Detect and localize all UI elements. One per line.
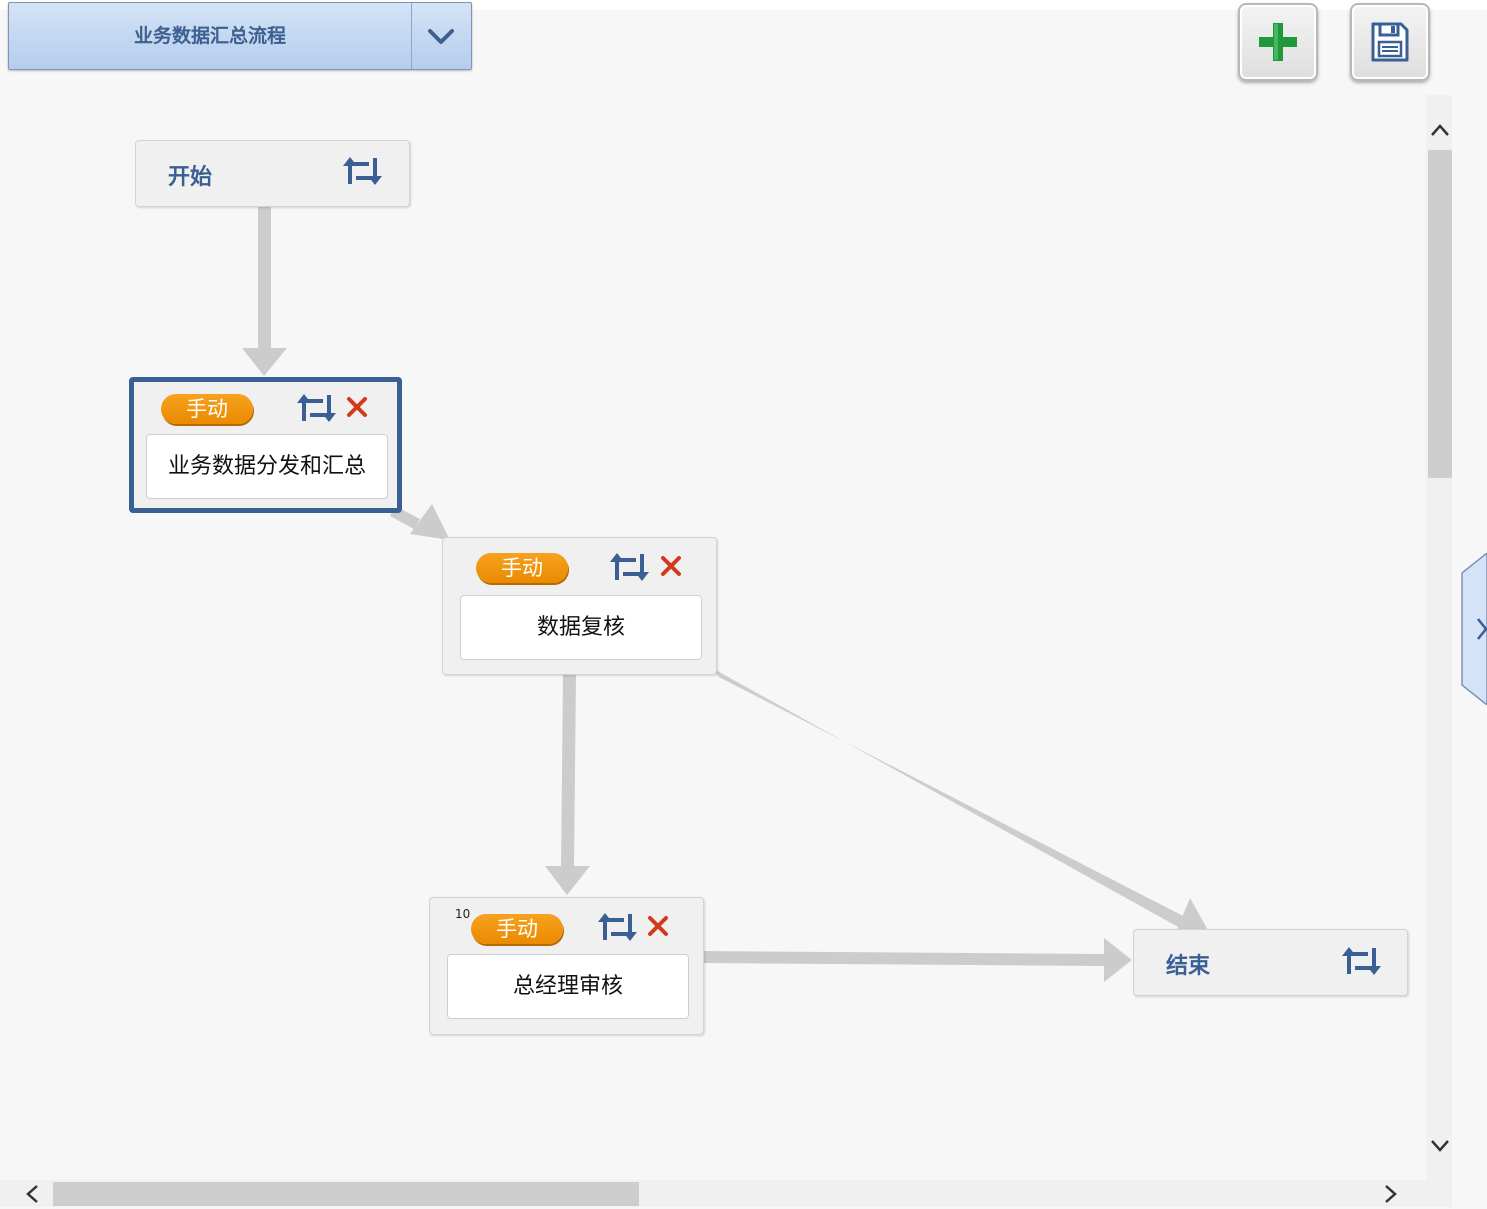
horizontal-scroll-thumb[interactable]: [53, 1182, 639, 1206]
workflow-select[interactable]: 业务数据汇总流程: [8, 2, 472, 70]
close-icon: [648, 916, 668, 936]
connector-task2-task3: [561, 674, 576, 868]
connector-task3-end: [703, 951, 1107, 966]
loop-icon: [1342, 947, 1381, 975]
chevron-down-icon: [428, 29, 454, 44]
start-node[interactable]: 开始: [135, 140, 410, 207]
loop-icon: [297, 394, 336, 422]
order-badge: 10: [455, 907, 471, 921]
chevron-left-icon: [26, 1185, 38, 1203]
end-node[interactable]: 结束: [1133, 929, 1408, 996]
scroll-up-button[interactable]: [1429, 120, 1451, 144]
save-icon: [1371, 22, 1409, 62]
task2-loop[interactable]: [609, 552, 649, 582]
workflow-select-label: 业务数据汇总流程: [133, 25, 286, 47]
chevron-down-icon: [1431, 1140, 1449, 1152]
workflow-select-divider: [411, 3, 412, 69]
scroll-right-button[interactable]: [1381, 1183, 1401, 1209]
start-node-loop[interactable]: [342, 156, 382, 186]
connector-task2-end: [712, 668, 1185, 928]
connector-start-task1: [258, 205, 271, 350]
task1-loop[interactable]: [296, 393, 336, 423]
side-panel-toggle[interactable]: [1460, 552, 1487, 706]
task-node-3[interactable]: 10 手动 总经理审核: [429, 897, 704, 1035]
mode-badge[interactable]: 手动: [471, 914, 563, 944]
task2-delete[interactable]: [660, 555, 682, 577]
end-node-loop[interactable]: [1341, 946, 1381, 976]
chevron-up-icon: [1431, 124, 1449, 136]
arrowhead-start-task1: [242, 348, 287, 376]
add-node-button[interactable]: [1238, 3, 1318, 81]
plus-icon: [1259, 23, 1297, 61]
chevron-right-icon: [1385, 1185, 1397, 1203]
end-node-label: 结束: [1166, 954, 1211, 979]
workflow-select-toggle[interactable]: [412, 3, 471, 69]
vertical-scroll-thumb[interactable]: [1428, 150, 1452, 478]
loop-icon: [610, 553, 649, 581]
scroll-down-button[interactable]: [1429, 1136, 1451, 1160]
loop-icon: [598, 913, 637, 941]
arrowhead-task2-end: [1176, 898, 1209, 932]
start-node-label: 开始: [168, 165, 213, 190]
close-icon: [347, 397, 367, 417]
arrowhead-task2-task3: [545, 866, 590, 895]
task3-delete[interactable]: [647, 915, 669, 937]
loop-icon: [343, 157, 382, 185]
task-title[interactable]: 业务数据分发和汇总: [146, 434, 388, 499]
task-node-2[interactable]: 手动 数据复核: [442, 537, 717, 675]
task-title[interactable]: 总经理审核: [447, 954, 689, 1019]
mode-badge[interactable]: 手动: [161, 394, 253, 424]
task-node-1[interactable]: 手动 业务数据分发和汇总: [129, 377, 402, 513]
task-title[interactable]: 数据复核: [460, 595, 702, 660]
task3-loop[interactable]: [597, 912, 637, 942]
arrowhead-task3-end: [1104, 938, 1132, 982]
expand-panel-icon: [1461, 552, 1487, 706]
scroll-left-button[interactable]: [22, 1183, 42, 1209]
arrowhead-task1-task2: [410, 504, 450, 540]
close-icon: [661, 556, 681, 576]
mode-badge[interactable]: 手动: [476, 553, 568, 583]
task1-delete[interactable]: [346, 396, 368, 418]
save-button[interactable]: [1350, 3, 1430, 81]
